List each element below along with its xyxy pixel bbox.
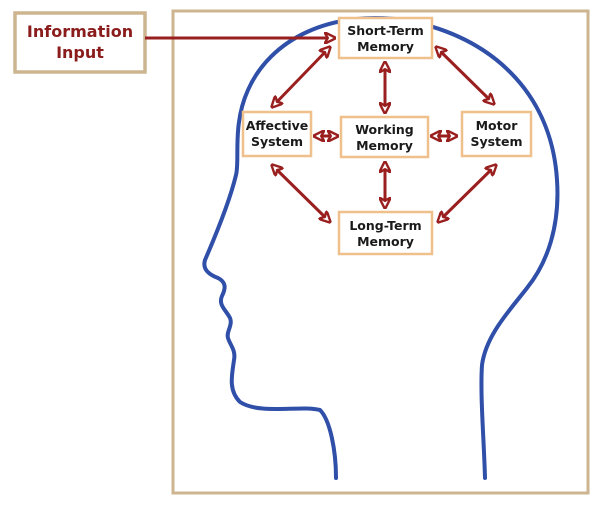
working-memory-line2: Memory xyxy=(356,138,413,153)
working-memory-box xyxy=(339,115,430,159)
long-term-memory-line1: Long-Term xyxy=(349,218,421,233)
motor-system-line2: System xyxy=(470,134,522,149)
short-term-memory-line2: Memory xyxy=(357,39,414,54)
diagram-frame xyxy=(171,9,590,495)
motor-system-box xyxy=(460,110,533,158)
affective-system-line1: Affective xyxy=(246,118,309,133)
information-input-line1: Information xyxy=(27,22,133,41)
long-term-memory-box xyxy=(337,210,434,256)
motor-system-line1: Motor xyxy=(476,118,519,133)
arrow-stm-motor xyxy=(436,47,494,104)
affective-system-box xyxy=(241,110,313,158)
arrow-motor-ltm xyxy=(438,165,496,222)
information-input-box xyxy=(13,11,147,74)
information-input-line2: Input xyxy=(56,43,104,62)
head-silhouette xyxy=(202,16,560,480)
short-term-memory-line1: Short-Term xyxy=(347,23,424,38)
arrow-stm-affective xyxy=(272,47,330,107)
arrow-affective-ltm xyxy=(272,165,330,222)
long-term-memory-line2: Memory xyxy=(357,234,414,249)
affective-system-line2: System xyxy=(251,134,303,149)
working-memory-line1: Working xyxy=(355,122,414,137)
short-term-memory-box xyxy=(337,16,434,60)
